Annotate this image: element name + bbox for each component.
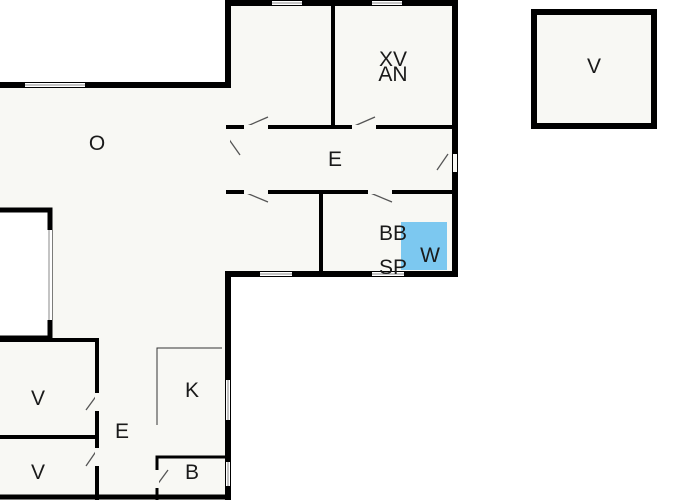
- label-bath-sp: SP: [379, 256, 407, 279]
- shed-wall: [531, 9, 657, 129]
- door-opening: [155, 470, 159, 488]
- floor-area: [534, 12, 654, 126]
- door-leaf: [436, 153, 449, 171]
- windows: [25, 1, 404, 486]
- label-hall-bottom: E: [115, 420, 129, 443]
- label-shed: V: [587, 55, 601, 78]
- door-opening: [95, 393, 99, 411]
- door-opening: [453, 154, 457, 172]
- label-bedroom-1: V: [31, 387, 45, 410]
- floor-areas: [0, 5, 654, 500]
- label-room-xv: XV: [379, 48, 407, 71]
- kitchen-counter: [156, 347, 222, 425]
- door-opening: [226, 136, 230, 156]
- door-opening: [244, 190, 268, 194]
- label-room-an: AN: [378, 63, 407, 86]
- label-bedroom-2: V: [31, 461, 45, 484]
- label-washer: W: [420, 244, 440, 267]
- label-kitchen: K: [185, 379, 199, 402]
- door-opening: [368, 190, 392, 194]
- washer-area: [401, 222, 447, 270]
- label-hall-top: E: [328, 148, 342, 171]
- label-bath-small: B: [185, 461, 199, 484]
- label-living-room: O: [89, 132, 105, 155]
- door-opening: [95, 448, 99, 466]
- doors: [85, 116, 457, 488]
- exterior-notch: [0, 210, 50, 338]
- door-opening: [244, 125, 268, 129]
- label-bath-bb: BB: [379, 222, 407, 245]
- door-opening: [352, 125, 376, 129]
